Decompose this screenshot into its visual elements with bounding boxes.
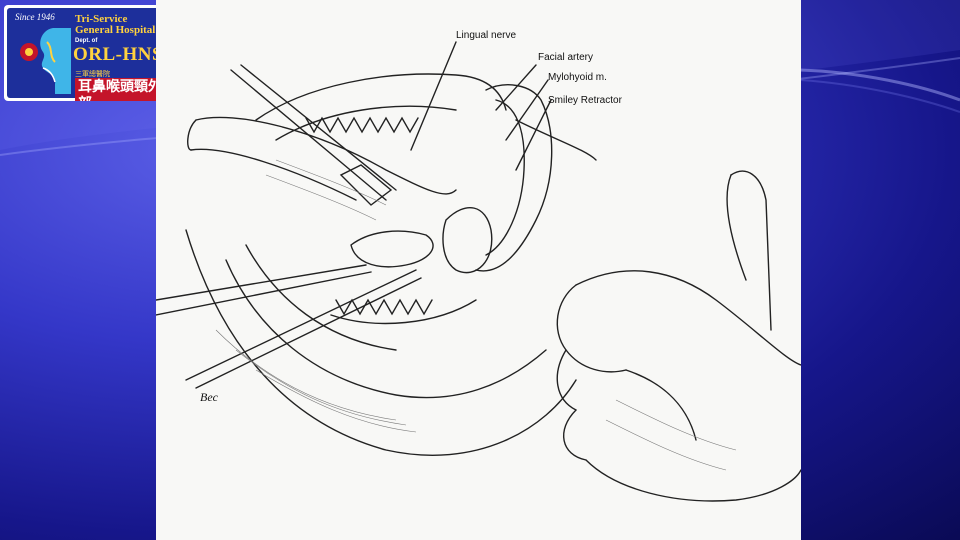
label-mylohyoid: Mylohyoid m. <box>548 72 607 83</box>
logo-name-line1: Tri-Service <box>75 13 128 25</box>
label-smiley-retractor: Smiley Retractor <box>548 95 622 106</box>
head-profile-icon <box>20 28 71 94</box>
logo-orl-text: ORL-HNS <box>73 44 164 65</box>
logo-dept-text: Dept. of <box>75 38 98 44</box>
logo-name-line2: General Hospital <box>75 24 156 36</box>
illustration-drawing <box>156 41 801 502</box>
surgical-illustration: Lingual nerve Facial artery Mylohyoid m.… <box>156 0 801 540</box>
label-facial-artery: Facial artery <box>538 52 594 63</box>
artist-signature: Bec <box>200 390 218 404</box>
logo-chinese-small: 三軍總醫院 <box>75 71 110 78</box>
label-lingual-nerve: Lingual nerve <box>456 30 517 41</box>
logo-since-text: Since 1946 <box>15 12 55 22</box>
